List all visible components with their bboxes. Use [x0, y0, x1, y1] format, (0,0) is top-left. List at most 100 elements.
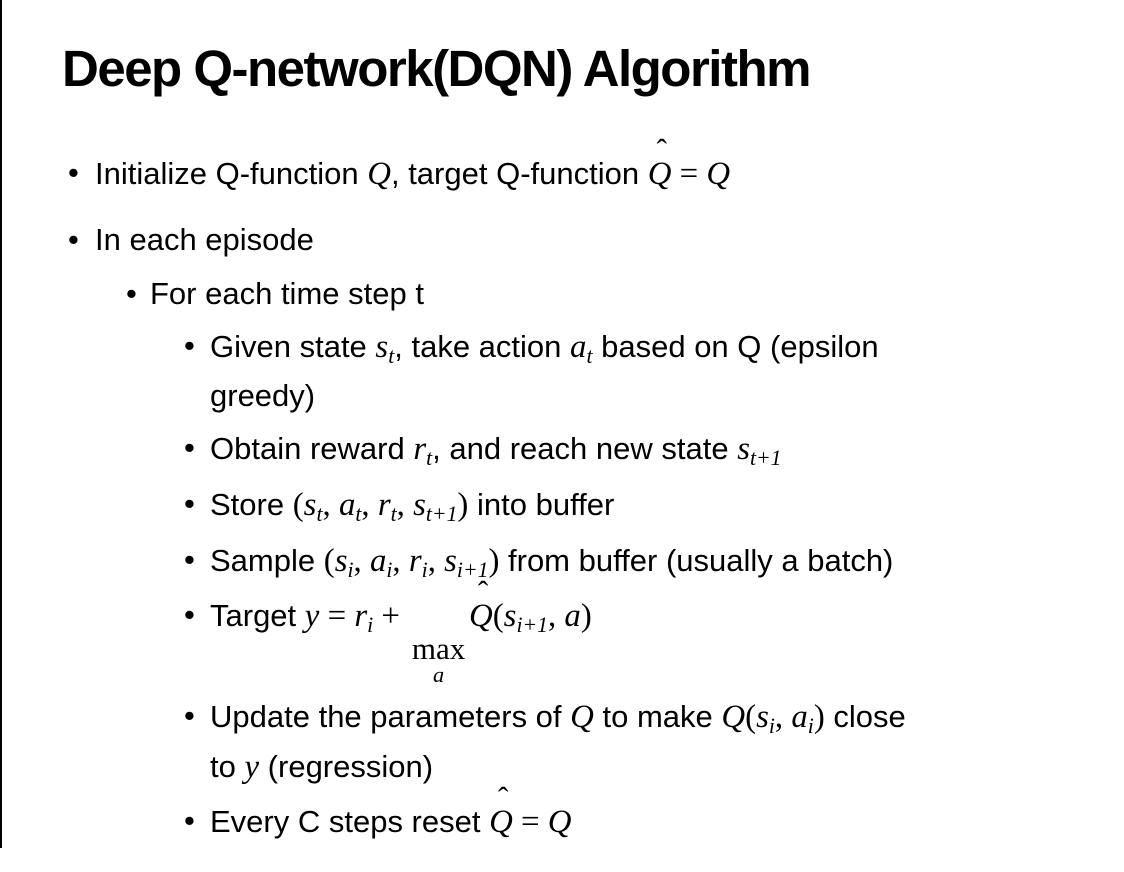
math-variable: y — [244, 748, 260, 785]
math-variable: s — [375, 329, 389, 366]
text-run: into buffer — [468, 487, 615, 522]
math-variable: y — [304, 598, 320, 635]
math-subscript: i — [768, 714, 775, 739]
math-operator: ) — [457, 487, 469, 523]
math-variable: s — [413, 487, 426, 523]
text-run: to make — [593, 699, 722, 735]
math-operator: = — [512, 804, 548, 841]
math-subscript: i+1 — [516, 613, 548, 638]
bullet-text: Initialize Q-function Q, target Q-functi… — [95, 150, 1100, 199]
bullet-text: In each episode — [95, 217, 1100, 264]
math-variable: r — [354, 598, 368, 635]
bullet-item-level-2: • For each time step t — [0, 271, 1100, 318]
bullet-item-level-3: •Obtain reward rt, and reach new state s… — [0, 425, 1100, 475]
text-run: Target — [210, 598, 305, 634]
text-run: close — [824, 699, 906, 735]
slide-title: Deep Q-network(DQN) Algorithm — [62, 40, 811, 97]
math-variable: a — [791, 699, 808, 736]
math-operator: + — [373, 598, 409, 635]
math-subscript: i — [807, 714, 814, 739]
math-operator: , — [396, 487, 414, 523]
bullet-text: Store (st, at, rt, st+1) into buffer — [210, 481, 1100, 531]
bullet-item-level-3: •Sample (si, ai, ri, si+1) from buffer (… — [0, 537, 1100, 587]
math-variable: s — [503, 598, 517, 635]
math-operator: , — [774, 699, 792, 736]
bullet-text: Sample (si, ai, ri, si+1) from buffer (u… — [210, 537, 1100, 587]
bullet-text: Given state st, take action at based on … — [210, 323, 1100, 419]
math-subscript: t — [390, 502, 397, 527]
bullet-item-level-1: • In each episode — [0, 217, 1100, 264]
math-variable-hat: Q — [648, 150, 672, 199]
bullet-item-level-3: • Every C steps reset Q = Q — [0, 798, 1100, 847]
math-variable: r — [408, 542, 422, 579]
math-operator: , — [353, 542, 370, 579]
bullet-marker: • — [184, 698, 195, 734]
bullet-list: •Initialize Q-function Q, target Q-funct… — [0, 150, 1100, 853]
text-run: , take action — [394, 329, 571, 365]
bullet-marker: • — [126, 275, 137, 311]
math-variable: Q — [367, 156, 391, 192]
math-variable: r — [413, 431, 427, 468]
text-run: greedy) — [210, 377, 316, 413]
math-operator: ( — [292, 487, 304, 523]
text-run: Every C steps reset — [210, 804, 490, 840]
text-run: Initialize Q-function — [95, 156, 368, 191]
bullet-marker: • — [68, 155, 79, 190]
math-operator: ( — [323, 542, 335, 579]
text-run: from buffer (usually a batch) — [499, 542, 894, 578]
text-run: Sample — [210, 542, 324, 578]
text-run: For each time step t — [150, 275, 424, 311]
math-operator: ( — [745, 699, 757, 736]
math-variable-hat: Q — [469, 592, 493, 641]
text-run: , target Q-function — [390, 156, 648, 191]
math-operator: , — [322, 487, 339, 523]
text-run: (regression) — [259, 748, 434, 784]
bullet-marker: • — [184, 541, 195, 577]
bullet-marker: • — [184, 328, 195, 364]
text-run: In each episode — [95, 222, 314, 258]
math-variable: s — [737, 431, 750, 468]
bullet-item-level-3: • Update the parameters of Q to make Q(si… — [0, 693, 1100, 792]
math-operator: , — [427, 542, 445, 579]
text-run: Given state — [210, 329, 376, 365]
math-variable-hat: Q — [489, 798, 513, 847]
math-variable: s — [444, 542, 457, 579]
math-variable: r — [377, 487, 391, 523]
math-operator: , — [361, 487, 378, 523]
text-run: Store — [210, 487, 293, 522]
max-operator-subscript: a — [432, 662, 445, 688]
math-operator: ( — [492, 598, 504, 635]
bullet-text: Every C steps reset Q = Q — [210, 798, 1100, 847]
bullet-text: For each time step t — [150, 271, 1100, 318]
math-subscript: t — [426, 446, 433, 471]
math-subscript: i — [367, 613, 374, 638]
math-operator: = — [319, 598, 355, 635]
math-variable: Q — [721, 699, 746, 736]
math-variable: Q — [547, 804, 572, 841]
bullet-marker: • — [184, 597, 195, 633]
math-operator: , — [547, 598, 565, 635]
math-variable: a — [369, 542, 387, 579]
bullet-marker: • — [184, 430, 195, 466]
text-run: , and reach new state — [432, 431, 738, 467]
math-subscript: i — [347, 557, 354, 582]
bullet-item-level-1: •Initialize Q-function Q, target Q-funct… — [0, 150, 1100, 199]
math-variable: a — [338, 487, 356, 523]
bullet-marker: • — [68, 222, 79, 258]
math-operator: ) — [488, 542, 500, 579]
max-operator-name: max — [411, 630, 466, 666]
bullet-marker: • — [184, 803, 195, 839]
math-subscript: t+1 — [749, 446, 782, 471]
math-subscript: t+1 — [425, 502, 458, 527]
bullet-marker: • — [184, 486, 195, 521]
text-run: to — [210, 748, 245, 784]
slide-left-edge-line — [0, 0, 2, 848]
math-variable: Q — [706, 156, 731, 192]
bullet-text: Obtain reward rt, and reach new state st… — [210, 425, 1100, 475]
math-subscript: t — [586, 344, 593, 369]
bullet-text: Update the parameters of Q to make Q(si,… — [210, 693, 1100, 792]
math-operator: , — [392, 542, 409, 579]
